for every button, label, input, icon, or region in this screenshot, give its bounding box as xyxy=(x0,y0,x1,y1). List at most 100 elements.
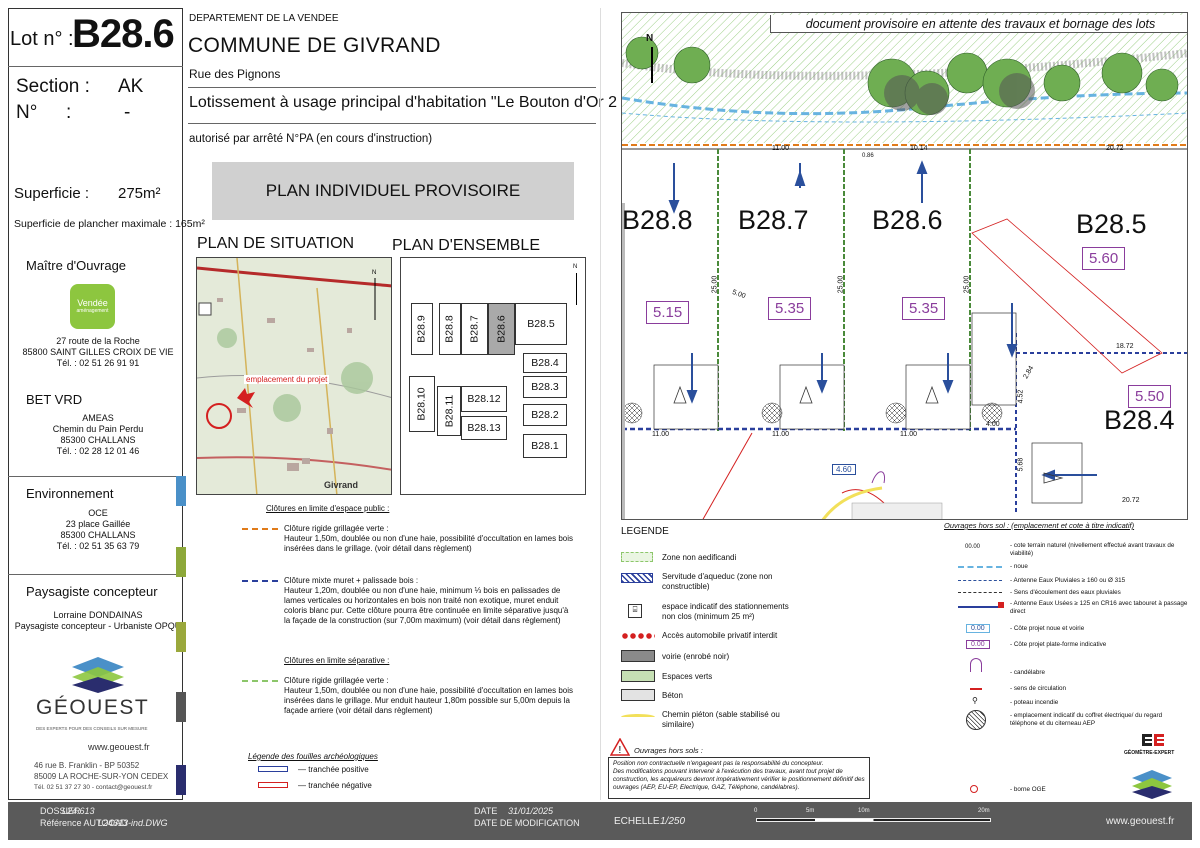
address-line: 85300 CHALLANS xyxy=(60,435,136,445)
plan-lot-label: B28.8 xyxy=(622,205,693,235)
fence-green-swatch xyxy=(242,680,278,682)
ensemble-lot: B28.13 xyxy=(461,416,507,440)
ensemble-lot: B28.8 xyxy=(439,303,461,355)
dim: 4.00 xyxy=(986,421,1000,428)
plan-north-icon: N xyxy=(646,33,654,44)
dim: 18.72 xyxy=(1116,343,1134,350)
bet-vrd-title: BET VRD xyxy=(26,392,83,407)
lotissement-title: Lotissement à usage principal d'habitati… xyxy=(189,94,628,111)
svg-text:!: ! xyxy=(619,745,622,756)
ensemble-lot: B28.4 xyxy=(523,353,567,373)
ouvrage-item: - Côte projet plate-forme indicative xyxy=(1010,641,1107,648)
geometre-expert-logo-icon xyxy=(1142,734,1164,746)
parcel-number-value: - xyxy=(124,102,131,123)
parcel-number-colon: : xyxy=(66,102,72,123)
ensemble-lot: B28.5 xyxy=(515,303,567,345)
dossier-value: L24.613 xyxy=(62,806,95,816)
echelle-value: 1/250 xyxy=(660,816,686,827)
dim: 0.86 xyxy=(862,153,874,159)
situation-title: PLAN DE SITUATION xyxy=(197,235,355,252)
eaux-usees-swatch xyxy=(958,606,1002,608)
address-line: Chemin du Pain Perdu xyxy=(52,424,144,434)
geouest-tagline: DES EXPERTS POUR DES CONSEILS SUR MESURE xyxy=(36,726,148,731)
scale-tick: 0 xyxy=(754,808,758,814)
geouest-address: 46 rue B. Franklin - BP 50352 85009 LA R… xyxy=(34,760,168,793)
modif-label: DATE DE MODIFICATION xyxy=(474,818,580,828)
phone: Tél. 02 51 37 27 30 - contact@geouest.fr xyxy=(34,784,153,791)
cote-plateforme-sample: 0.00 xyxy=(966,640,990,649)
tabouret-icon xyxy=(998,602,1004,608)
plan-drawing: document provisoire en attente des trava… xyxy=(621,12,1188,520)
candelabre-icon xyxy=(970,658,982,672)
lot-number: B28.6 xyxy=(72,12,175,56)
ensemble-lot: B28.9 xyxy=(411,303,433,355)
swatch-beton xyxy=(621,689,655,701)
page-gutter xyxy=(600,8,601,800)
bet-vrd-address: AMEAS Chemin du Pain Perdu 85300 CHALLAN… xyxy=(10,413,186,457)
geouest-name: GÉOUEST xyxy=(36,696,150,719)
north-line xyxy=(576,273,577,305)
phone: Tél. : 02 28 12 01 46 xyxy=(56,446,140,456)
phone: Tél. : 02 51 26 91 91 xyxy=(56,358,140,368)
scale-tick: 10m xyxy=(858,808,870,814)
fouilles-title: Légende des fouilles archéologiques xyxy=(248,752,378,761)
scale-tick: 20m xyxy=(978,808,990,814)
clotures-separative-title: Clôtures en limite séparative : xyxy=(284,656,390,665)
geouest-small-logo-icon xyxy=(1132,770,1172,799)
legende-item: Servitude d'aqueduc (zone non constructi… xyxy=(662,572,773,591)
plan-lot-label: B28.4 xyxy=(1104,405,1175,435)
cote-projet: 5.15 xyxy=(646,301,690,324)
color-tab-olive xyxy=(176,622,186,652)
fouille-negative: — tranchée négative xyxy=(298,781,372,790)
lot-number-label: Lot n° : xyxy=(10,28,74,50)
borne-oge-icon xyxy=(970,785,978,793)
fence-blue-swatch xyxy=(242,580,278,582)
dim: 11.00 xyxy=(900,431,917,438)
geouest-web: www.geouest.fr xyxy=(88,742,150,752)
surface-plancher: Superficie de plancher maximale : 165m² xyxy=(14,218,205,230)
parcel-number-label: N° xyxy=(16,102,38,123)
environnement-address: OCE 23 place Gaillée 85300 CHALLANS Tél.… xyxy=(10,508,186,552)
logo-line1: Vendée xyxy=(77,298,108,308)
plan-svg xyxy=(622,13,1187,519)
address-line: 23 place Gaillée xyxy=(65,519,131,529)
ouvrage-item: - emplacement indicatif du coffret élect… xyxy=(1010,712,1163,727)
ouvrage-item: - noue xyxy=(1010,563,1028,570)
dim: 11.00 xyxy=(652,431,669,438)
north-arrow-icon: N xyxy=(573,264,578,270)
cote-projet: 5.35 xyxy=(768,297,812,320)
legende-item: Zone non aedificandi xyxy=(662,553,737,562)
color-tab-grey xyxy=(176,692,186,722)
dim: 11.00 xyxy=(772,431,789,438)
svg-text:N: N xyxy=(372,270,376,276)
ouvrage-item: - poteau incendie xyxy=(1010,699,1059,706)
ecoulement-swatch xyxy=(958,592,1002,593)
autocad-value: L24613-ind.DWG xyxy=(98,818,168,828)
person-name: Lorraine DONDAINAS xyxy=(53,610,143,620)
plan-north-line xyxy=(651,47,653,83)
cote-tn-sample: 00.00 xyxy=(965,544,981,550)
fence-orange-swatch xyxy=(242,528,278,530)
swatch-non-aedificandi xyxy=(621,552,653,562)
footer-bar xyxy=(8,802,1192,840)
ensemble-lot: B28.1 xyxy=(523,434,567,458)
ensemble-lot: B28.3 xyxy=(523,376,567,398)
ouvrage-item: - Antenne Eaux Pluviales ≥ 160 ou Ø 315 xyxy=(1010,577,1126,584)
warning-box: Position non contractuelle n'engageant p… xyxy=(608,757,870,799)
commune-title: COMMUNE DE GIVRAND xyxy=(188,34,441,57)
legende-item: Chemin piéton (sable stabilisé ou simila… xyxy=(662,710,780,729)
dim: 10.14 xyxy=(910,145,928,152)
coffret-icon xyxy=(966,710,986,730)
legende-title: LEGENDE xyxy=(621,526,669,537)
plan-lot-label: B28.7 xyxy=(738,205,809,235)
superficie-label: Superficie : xyxy=(14,185,90,202)
ensemble-lot: B28.11 xyxy=(437,386,461,436)
color-tab-green xyxy=(176,547,186,577)
divider xyxy=(188,87,596,88)
autocad-label: Référence AUTOCAD xyxy=(40,818,128,828)
ensemble-lot: B28.10 xyxy=(409,376,435,432)
color-tab-blue xyxy=(176,476,186,506)
maitre-ouvrage-title: Maître d'Ouvrage xyxy=(26,258,127,273)
cote-voirie: 4.60 xyxy=(832,464,856,475)
cloture-item2: Clôture mixte muret + palissade bois : H… xyxy=(284,576,574,626)
